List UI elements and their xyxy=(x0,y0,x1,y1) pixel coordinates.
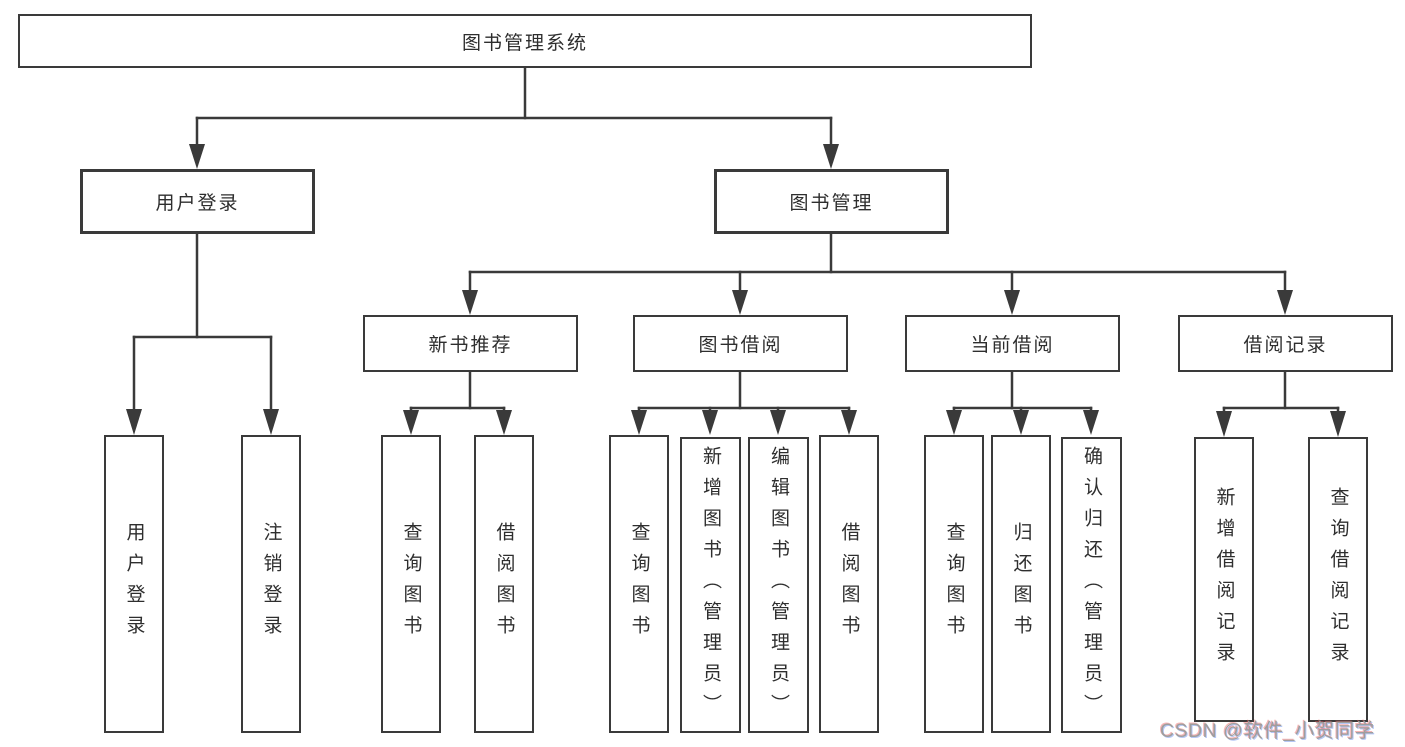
node-user-login: 用户登录 xyxy=(80,169,315,234)
leaf-label: 查询图书 xyxy=(400,522,422,646)
leaf-label: 用户登录 xyxy=(123,522,145,646)
node-label: 新书推荐 xyxy=(428,335,513,356)
node-label: 借阅记录 xyxy=(1243,335,1328,356)
node-borrowing-records: 借阅记录 xyxy=(1178,315,1393,372)
leaf-label: 确认归还（管理员） xyxy=(1081,445,1102,725)
node-label: 用户登录 xyxy=(155,193,240,214)
node-current-borrowing: 当前借阅 xyxy=(905,315,1120,372)
leaf-borrow-books-recommend: 借阅图书 xyxy=(474,435,534,733)
leaf-label: 归还图书 xyxy=(1010,522,1032,646)
node-label: 图书管理系统 xyxy=(461,32,588,54)
leaf-add-borrow-record: 新增借阅记录 xyxy=(1194,437,1254,722)
leaf-return-books: 归还图书 xyxy=(991,435,1051,733)
csdn-watermark: CSDN @软件_小贺同学 xyxy=(1160,720,1375,742)
node-label: 图书借阅 xyxy=(698,335,783,356)
leaf-label: 编辑图书（管理员） xyxy=(768,445,789,725)
leaf-edit-books-admin: 编辑图书（管理员） xyxy=(748,437,809,733)
leaf-label: 查询图书 xyxy=(943,522,965,646)
leaf-borrow-books-borrowing: 借阅图书 xyxy=(819,435,879,733)
node-new-book-recommendation: 新书推荐 xyxy=(363,315,578,372)
leaf-label: 借阅图书 xyxy=(838,522,860,646)
leaf-label: 查询图书 xyxy=(628,522,650,646)
node-label: 图书管理 xyxy=(789,193,874,214)
leaf-add-books-admin: 新增图书（管理员） xyxy=(680,437,741,733)
leaf-query-books-current: 查询图书 xyxy=(924,435,984,733)
leaf-logout: 注销登录 xyxy=(241,435,301,733)
leaf-label: 借阅图书 xyxy=(493,522,515,646)
node-label: 当前借阅 xyxy=(970,335,1055,356)
leaf-user-login: 用户登录 xyxy=(104,435,164,733)
leaf-query-borrow-record: 查询借阅记录 xyxy=(1308,437,1368,722)
leaf-label: 查询借阅记录 xyxy=(1327,486,1349,673)
leaf-query-books-borrowing: 查询图书 xyxy=(609,435,669,733)
leaf-label: 新增图书（管理员） xyxy=(700,445,721,725)
leaf-label: 新增借阅记录 xyxy=(1213,486,1235,673)
leaf-label: 注销登录 xyxy=(260,522,282,646)
leaf-confirm-return-admin: 确认归还（管理员） xyxy=(1061,437,1122,733)
node-library-management-system: 图书管理系统 xyxy=(18,14,1032,68)
node-book-borrowing: 图书借阅 xyxy=(633,315,848,372)
node-book-management: 图书管理 xyxy=(714,169,949,234)
leaf-query-books-recommend: 查询图书 xyxy=(381,435,441,733)
